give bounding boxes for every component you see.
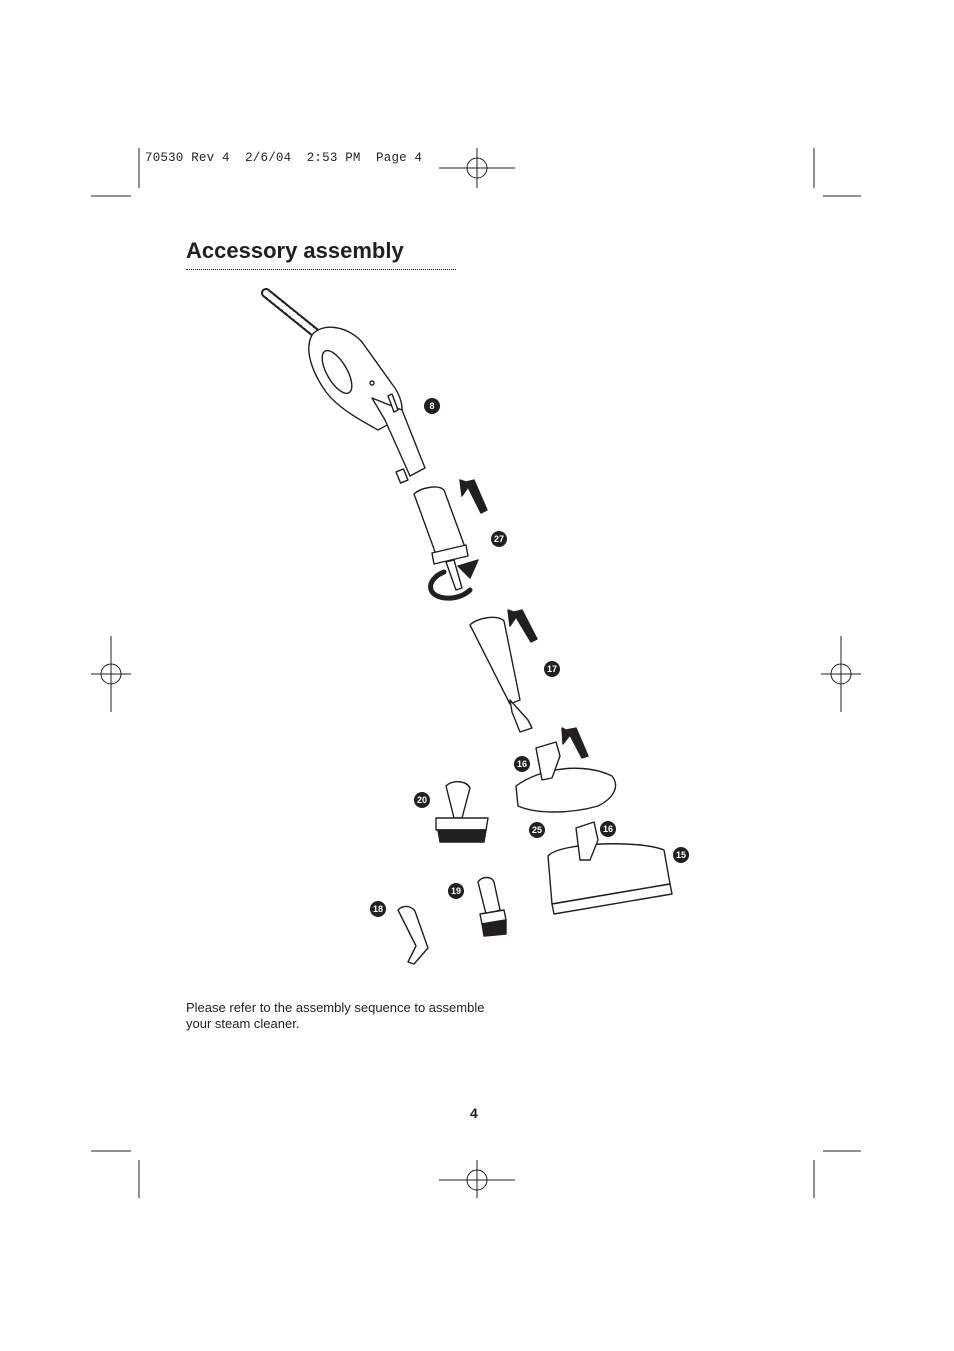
page-title: Accessory assembly xyxy=(186,238,404,263)
direction-arrow-3 xyxy=(561,727,589,759)
callout-19: 19 xyxy=(448,883,464,899)
callout-25: 25 xyxy=(529,822,545,838)
large-brush-illustration xyxy=(435,781,489,843)
direction-arrow-2 xyxy=(507,609,538,643)
callout-27: 27 xyxy=(491,531,507,547)
callout-16-holder: 16 xyxy=(514,756,530,772)
small-brush-illustration xyxy=(477,876,507,937)
callout-8: 8 xyxy=(424,398,440,414)
svg-text:16: 16 xyxy=(517,759,527,769)
svg-text:19: 19 xyxy=(451,886,461,896)
angled-nozzle-illustration xyxy=(397,905,429,965)
svg-text:25: 25 xyxy=(532,825,542,835)
callout-17: 17 xyxy=(544,661,560,677)
connector-illustration xyxy=(413,486,479,601)
svg-text:15: 15 xyxy=(676,850,686,860)
callout-20: 20 xyxy=(414,792,430,808)
direction-arrow-1 xyxy=(459,479,488,514)
svg-text:8: 8 xyxy=(429,401,434,411)
print-slug: 70530 Rev 4 2/6/04 2:53 PM Page 4 xyxy=(145,151,423,165)
svg-text:16: 16 xyxy=(603,824,613,834)
callout-16-floor: 16 xyxy=(600,821,616,837)
registration-mark-right xyxy=(821,636,861,712)
assembly-instruction: Please refer to the assembly sequence to… xyxy=(186,1000,485,1031)
registration-mark-top xyxy=(439,148,515,188)
page-number: 4 xyxy=(470,1105,478,1121)
registration-mark-bottom xyxy=(439,1160,515,1198)
hose-illustration xyxy=(261,288,323,340)
svg-text:17: 17 xyxy=(547,664,557,674)
cloth-holder-illustration xyxy=(515,741,617,813)
title-divider xyxy=(186,269,456,270)
extension-nozzle-illustration xyxy=(469,616,533,733)
svg-text:27: 27 xyxy=(494,534,504,544)
callout-15: 15 xyxy=(673,847,689,863)
registration-mark-left xyxy=(91,636,131,712)
svg-text:18: 18 xyxy=(373,904,383,914)
svg-text:20: 20 xyxy=(417,795,427,805)
callout-18: 18 xyxy=(370,901,386,917)
floor-tool-illustration xyxy=(547,821,673,915)
hose-handle-illustration xyxy=(308,326,426,484)
assembly-illustration: 8 27 17 16 20 25 16 15 19 18 xyxy=(261,288,689,965)
